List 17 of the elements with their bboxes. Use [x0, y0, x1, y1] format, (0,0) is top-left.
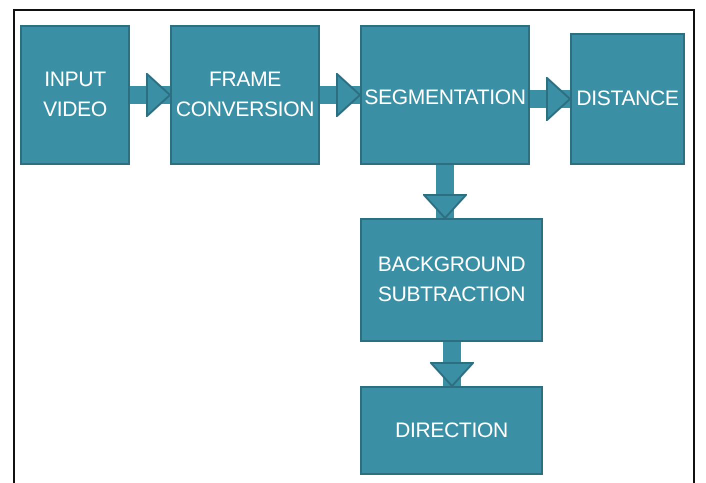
block-arrow — [130, 73, 171, 117]
box-label: FRAME CONVERSION — [176, 67, 314, 123]
block-arrow — [320, 73, 361, 117]
process-box — [360, 386, 543, 475]
process-box — [570, 33, 685, 165]
block-arrow — [530, 77, 571, 121]
block-arrow — [430, 342, 474, 387]
box-label: DIRECTION — [395, 418, 508, 444]
box-label: INPUT VIDEO — [42, 67, 108, 123]
process-box — [360, 25, 530, 165]
process-box — [20, 25, 130, 165]
process-box — [170, 25, 320, 165]
box-label: DISTANCE — [576, 86, 679, 112]
box-label: BACKGROUND SUBTRACTION — [376, 252, 526, 308]
box-label: SEGMENTATION — [364, 85, 526, 111]
process-box — [360, 218, 543, 342]
block-arrow — [423, 165, 467, 219]
